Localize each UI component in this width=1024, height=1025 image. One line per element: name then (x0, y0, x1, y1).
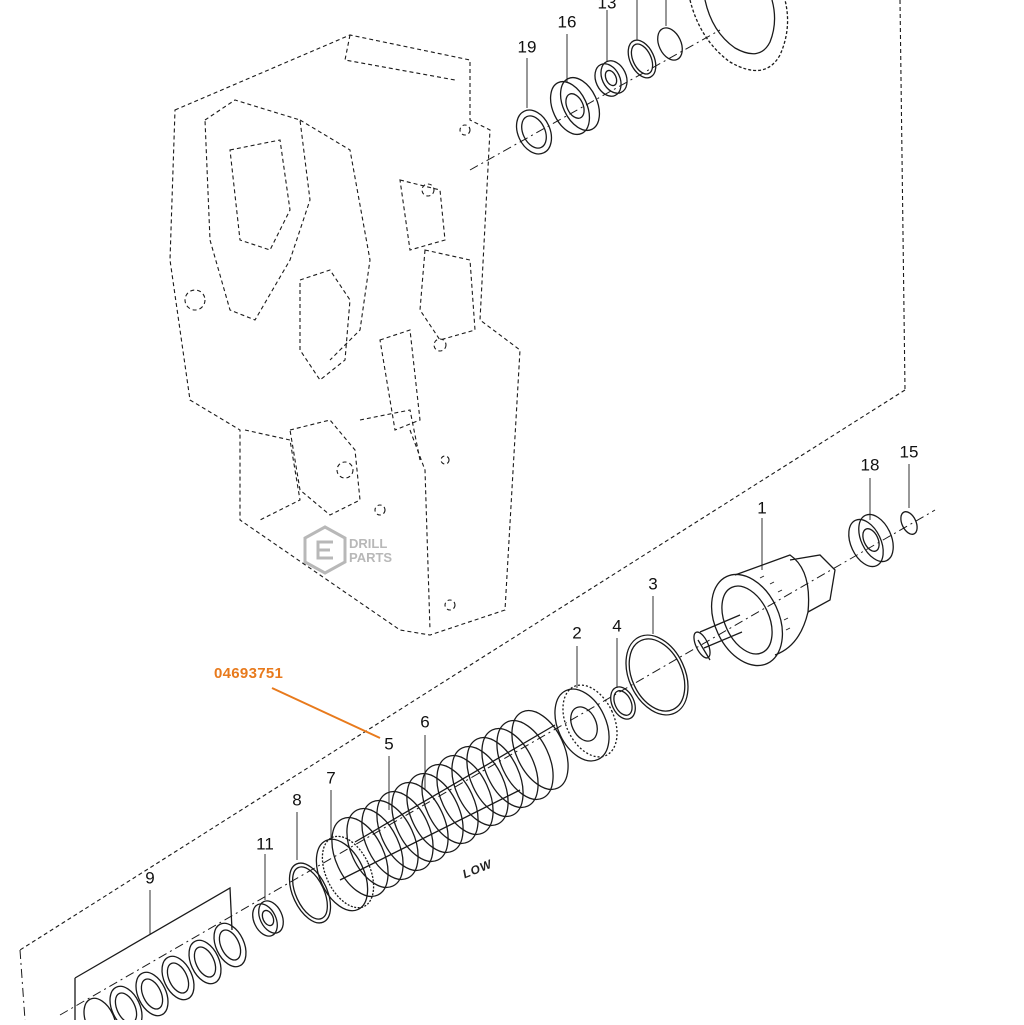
callout-18: 18 (860, 455, 880, 475)
part-6-clutch-disc-pack (331, 709, 569, 898)
callout-3: 3 (648, 574, 658, 594)
watermark-line-1: DRILL (349, 536, 388, 551)
callout-19: 19 (517, 37, 537, 57)
watermark-text: DRILL PARTS (349, 537, 392, 565)
main-shaft-axis (59, 509, 936, 1016)
callout-13: 13 (597, 0, 617, 13)
exploded-view-frame (19, 0, 906, 1021)
part-16-bearing (549, 76, 601, 136)
callout-1: 1 (757, 498, 767, 518)
part-8-snap-ring (288, 862, 332, 924)
callout-16: 16 (557, 12, 577, 32)
part-3-ring (625, 634, 689, 716)
callout-6: 6 (420, 712, 430, 732)
callout-2: 2 (572, 623, 582, 643)
callout-9: 9 (145, 868, 155, 888)
drillparts-logo (303, 525, 347, 575)
watermark-line-2: PARTS (349, 550, 393, 565)
part-4-snap-ring (610, 686, 636, 720)
transmission-housing (169, 34, 521, 636)
upper-small-ring (657, 27, 683, 61)
part-9-shim-set (74, 886, 247, 1025)
part-number-leader (271, 687, 381, 739)
callout-11: 11 (256, 834, 274, 854)
part-11-bearing (252, 900, 284, 937)
callout-7: 7 (326, 768, 336, 788)
leader-lines (149, 0, 910, 935)
upper-ring (627, 39, 657, 79)
part-18-bearing (848, 513, 894, 568)
part-7-pressure-plate (315, 835, 375, 912)
part-13-bearing (594, 60, 628, 97)
callout-15: 15 (899, 442, 919, 462)
part-1-clutch-hub (693, 554, 836, 667)
part-2-backing-plate (554, 684, 618, 762)
drive-gear (689, 0, 789, 72)
part-19-snap-ring (515, 109, 553, 155)
callout-8: 8 (292, 790, 302, 810)
part-number-label: 04693751 (214, 665, 284, 682)
callout-5: 5 (384, 734, 394, 754)
callout-4: 4 (612, 616, 622, 636)
part-15-snap-ring (900, 511, 918, 535)
